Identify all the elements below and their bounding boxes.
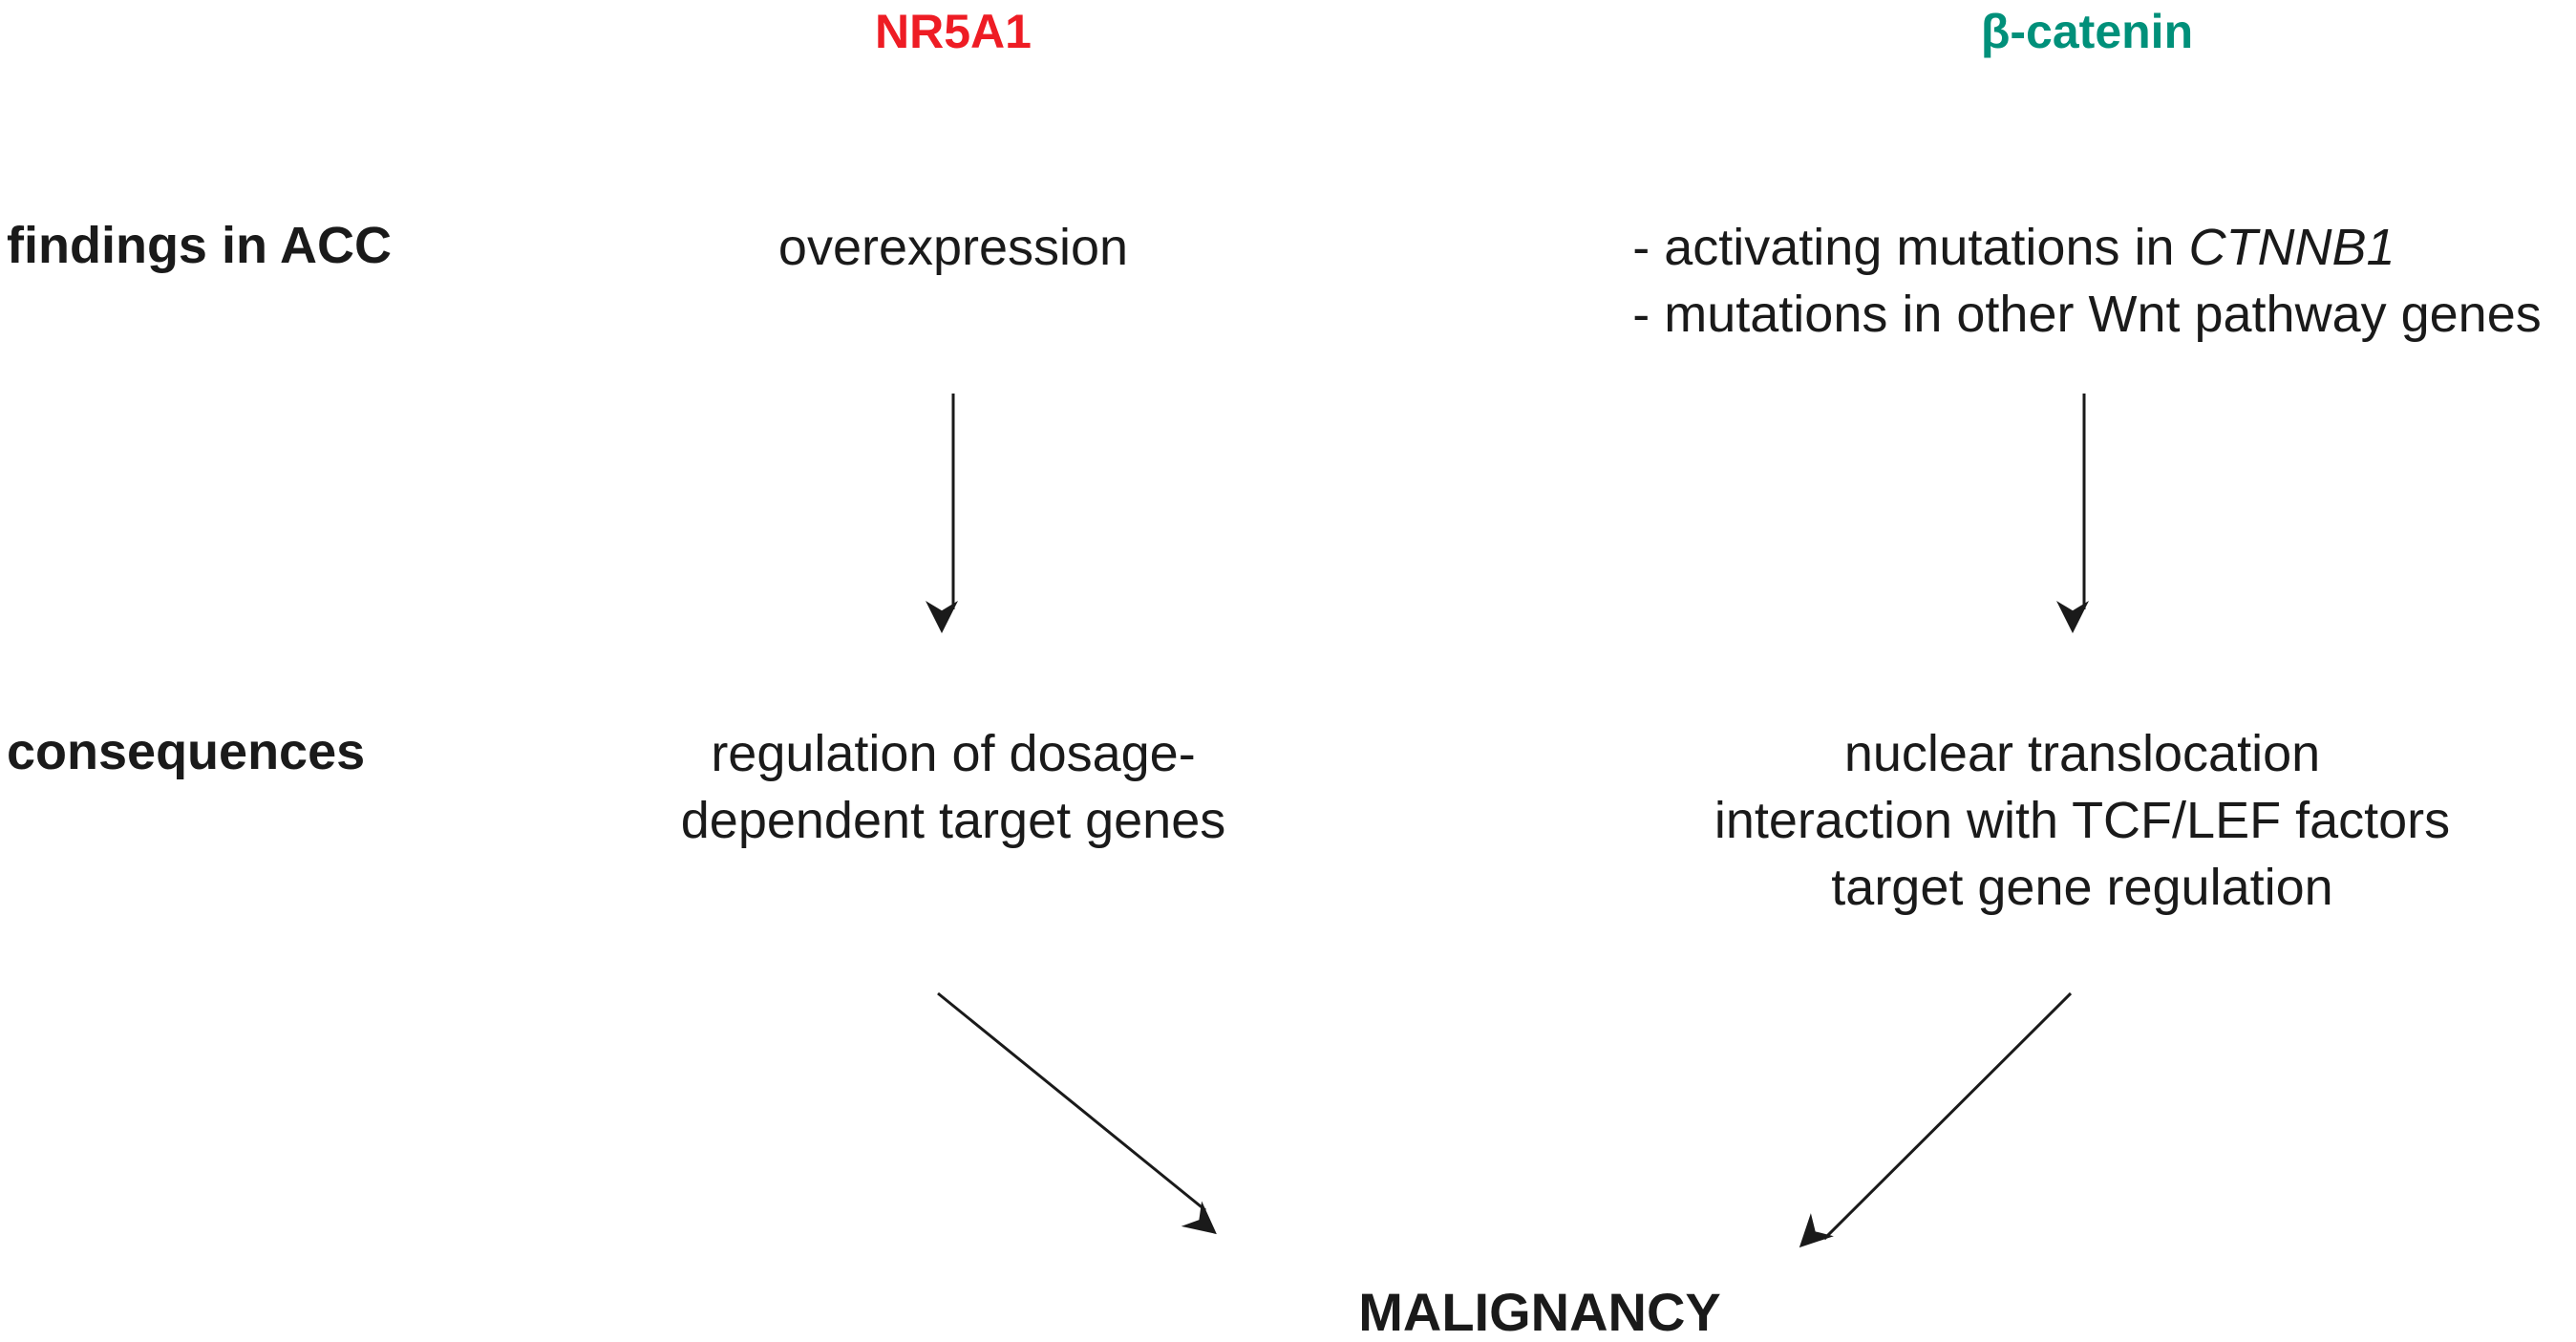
row-label-findings: findings in ACC bbox=[7, 217, 392, 274]
consequence-target-gene-regulation: target gene regulation bbox=[1831, 859, 2333, 916]
beta-catenin-findings: - activating mutations in CTNNB1 - mutat… bbox=[1632, 214, 2542, 348]
malignancy-label: MALIGNANCY bbox=[1358, 1282, 1721, 1342]
finding-wnt-pathway-mutations: - mutations in other Wnt pathway genes bbox=[1632, 286, 2542, 343]
beta-catenin-consequences: nuclear translocation interaction with T… bbox=[1714, 720, 2450, 921]
consequence-line-1: regulation of dosage- bbox=[711, 725, 1196, 782]
consequence-nuclear-translocation: nuclear translocation bbox=[1843, 725, 2321, 782]
nr5a1-finding: overexpression bbox=[777, 219, 1129, 276]
finding-activating-mutations: - activating mutations in CTNNB1 bbox=[1632, 219, 2395, 276]
beta-catenin-header: β-catenin bbox=[1980, 5, 2194, 58]
ctnnb1-gene: CTNNB1 bbox=[2188, 219, 2395, 276]
nr5a1-header: NR5A1 bbox=[875, 5, 1032, 58]
consequence-tcf-lef-interaction: interaction with TCF/LEF factors bbox=[1714, 792, 2451, 849]
row-label-consequences: consequences bbox=[7, 723, 366, 780]
consequence-line-2: dependent target genes bbox=[680, 792, 1226, 849]
nr5a1-consequence: regulation of dosage- dependent target g… bbox=[681, 720, 1225, 854]
arrow-nr5a1-to-malignancy bbox=[937, 991, 1217, 1235]
arrow-beta-catenin-to-malignancy bbox=[1799, 991, 2073, 1248]
